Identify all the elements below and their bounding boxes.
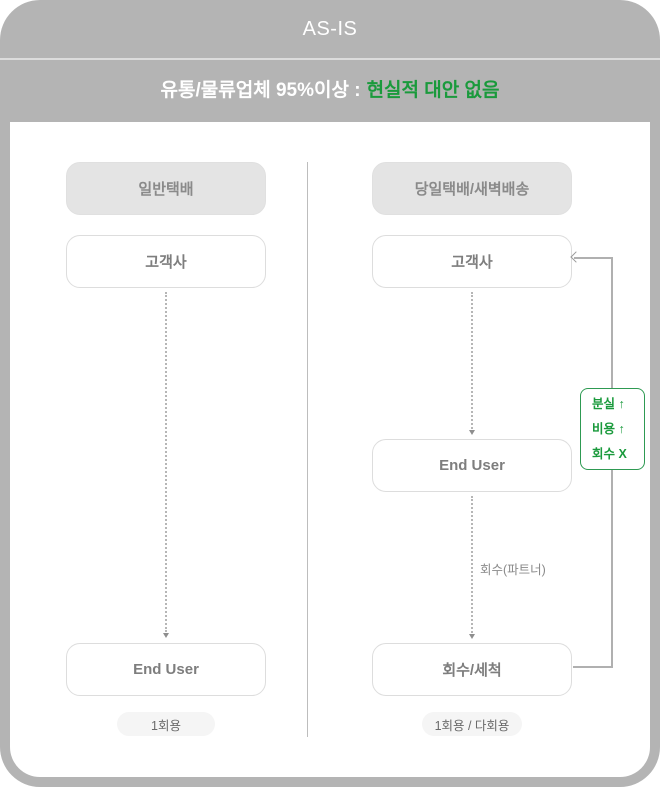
issues-callout: 분실 ↑ 비용 ↑ 회수 X bbox=[580, 388, 645, 470]
right-node-collect-wash-label: 회수/세척 bbox=[442, 662, 502, 679]
left-dotted-connector bbox=[165, 292, 167, 632]
issue-loss: 분실 ↑ bbox=[592, 397, 625, 411]
arrow-down-icon bbox=[163, 633, 169, 638]
right-node-end-user-label: End User bbox=[439, 457, 505, 474]
left-node-end-user: End User bbox=[66, 643, 266, 696]
issue-cost: 비용 ↑ bbox=[592, 422, 625, 436]
right-header-sameday-dawn-delivery: 당일택배/새벽배송 bbox=[372, 162, 572, 215]
left-node-end-user-label: End User bbox=[133, 661, 199, 678]
left-usage-badge-label: 1회용 bbox=[151, 718, 181, 733]
frame-subtitle: 유통/물류업체 95%이상 : 현실적 대안 없음 bbox=[0, 60, 660, 116]
left-usage-badge: 1회용 bbox=[117, 712, 215, 736]
return-connector-top bbox=[574, 257, 612, 259]
right-usage-badge: 1회용 / 다회용 bbox=[422, 712, 522, 736]
right-node-end-user: End User bbox=[372, 439, 572, 492]
right-node-collect-wash: 회수/세척 bbox=[372, 643, 572, 696]
right-dotted-connector-2 bbox=[471, 496, 473, 633]
left-header-label: 일반택배 bbox=[138, 181, 194, 198]
arrow-down-icon bbox=[469, 634, 475, 639]
right-header-label: 당일택배/새벽배송 bbox=[414, 181, 530, 198]
left-node-client: 고객사 bbox=[66, 235, 266, 288]
left-header-general-delivery: 일반택배 bbox=[66, 162, 266, 215]
subtitle-prefix: 유통/물류업체 95%이상 : bbox=[160, 79, 361, 101]
right-node-client: 고객사 bbox=[372, 235, 572, 288]
column-divider bbox=[307, 162, 308, 737]
issue-no-collection: 회수 X bbox=[592, 447, 627, 461]
return-connector-bottom bbox=[573, 666, 613, 668]
title-separator bbox=[0, 58, 660, 60]
edge-label-collection-partner: 회수(파트너) bbox=[480, 563, 546, 577]
right-usage-badge-label: 1회용 / 다회용 bbox=[434, 718, 510, 733]
right-dotted-connector-1 bbox=[471, 292, 473, 429]
subtitle-highlight: 현실적 대안 없음 bbox=[366, 79, 500, 101]
arrow-down-icon bbox=[469, 430, 475, 435]
right-node-client-label: 고객사 bbox=[451, 254, 493, 271]
left-node-client-label: 고객사 bbox=[145, 254, 187, 271]
frame-title: AS-IS bbox=[302, 17, 358, 40]
